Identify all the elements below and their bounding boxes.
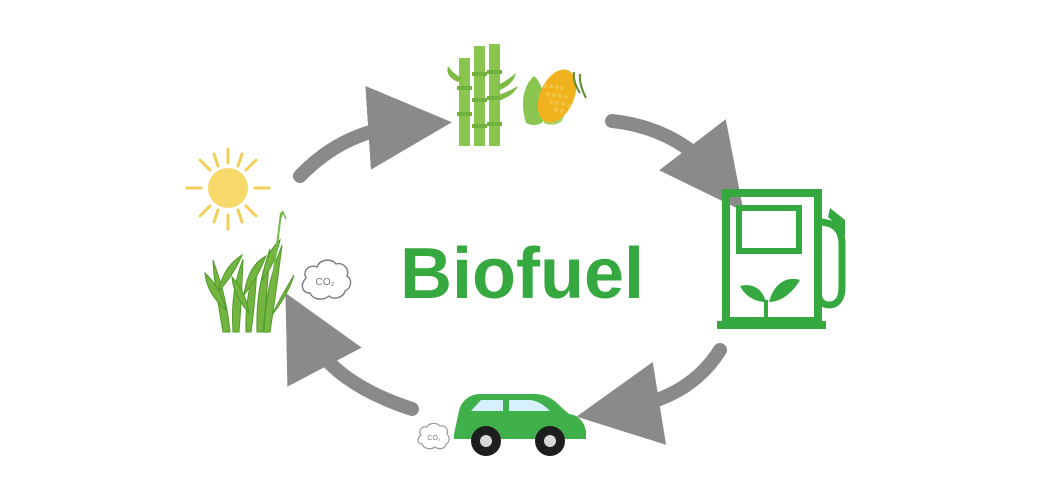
corn-icon (522, 69, 587, 126)
fuel-pump-icon (717, 189, 846, 329)
arrow-top-to-right (605, 114, 744, 212)
cycle-arrows (285, 85, 744, 445)
car-icon (454, 394, 586, 456)
co2-cloud-icon: CO₂ (417, 422, 450, 450)
arrow-right-to-bottom (576, 343, 727, 445)
co2-label-car: CO₂ (427, 435, 441, 442)
sugarcane-icon (447, 44, 518, 146)
arrow-left-to-top (293, 85, 452, 183)
arrow-bottom-to-left (285, 292, 419, 416)
plant-icon (204, 209, 295, 334)
diagram-title: Biofuel (400, 234, 644, 314)
co2-cloud-icon: CO₂ (301, 259, 352, 300)
sun-icon (185, 147, 271, 231)
co2-label-plant: CO₂ (316, 277, 335, 288)
